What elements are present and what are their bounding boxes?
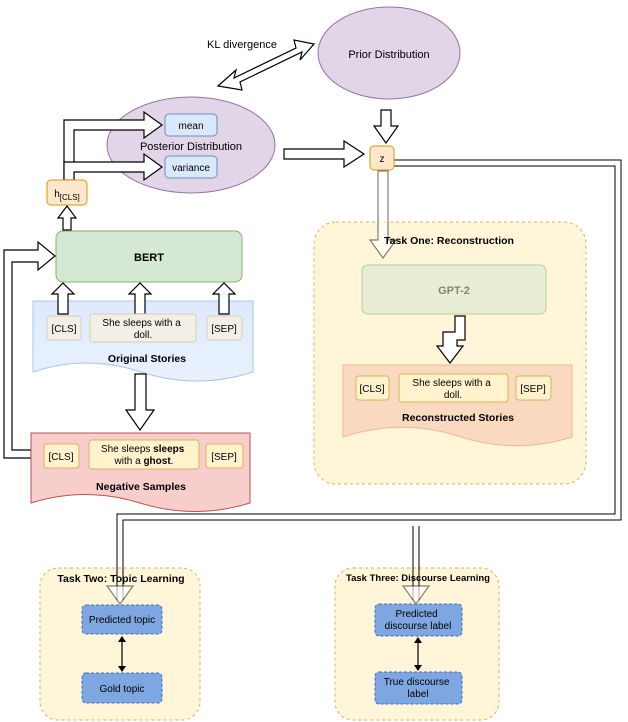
topic-compare-arrow-up xyxy=(118,636,126,642)
original-cls-token xyxy=(46,315,82,341)
prior-distribution-label: Prior Distribution xyxy=(348,49,429,61)
discourse-compare-arrow-up xyxy=(414,637,422,643)
task-three-title: Task Three: Discourse Learning xyxy=(346,573,490,584)
prior-to-z-arrow xyxy=(372,109,400,145)
bert-label: BERT xyxy=(134,252,164,264)
reconstructed-stories-title: Reconstructed Stories xyxy=(402,412,514,424)
negative-samples-title: Negative Samples xyxy=(96,481,186,493)
reconstructed-cls-token xyxy=(355,375,390,401)
true-discourse-box xyxy=(374,671,463,705)
true-discourse-label: True discourse label xyxy=(384,677,453,700)
negative-sep-label: [SEP] xyxy=(211,452,237,463)
z-box xyxy=(369,145,395,171)
task-two-title: Task Two: Topic Learning xyxy=(57,573,184,585)
z-to-task-three-arrowhead xyxy=(401,585,431,606)
negative-cls-token xyxy=(43,443,80,469)
gpt2-to-reconstructed-arrow xyxy=(435,315,466,364)
gpt2-label: GPT-2 xyxy=(438,285,470,297)
z-label: z xyxy=(380,154,385,165)
bert-box xyxy=(55,230,243,283)
h-to-mean-arrow xyxy=(63,110,164,182)
mean-label: mean xyxy=(178,121,203,132)
discourse-compare-arrow-down xyxy=(414,665,422,671)
bert-to-h-arrow xyxy=(56,205,78,231)
kl-divergence-label: KL divergence xyxy=(207,39,277,51)
topic-compare-arrow-down xyxy=(118,666,126,672)
predicted-discourse-box xyxy=(374,603,463,637)
mean-box xyxy=(164,113,218,137)
kl-double-arrow xyxy=(216,39,316,91)
original-sep-token xyxy=(206,315,243,341)
negative-sentence-label: She sleeps sleeps with a ghost. xyxy=(101,444,187,467)
reconstructed-cls-label: [CLS] xyxy=(359,384,384,395)
prior-distribution-ellipse xyxy=(317,6,461,100)
variance-box xyxy=(164,155,218,179)
gold-topic-label: Gold topic xyxy=(99,684,144,695)
negative-to-bert-loop-arrow xyxy=(3,240,56,459)
reconstructed-sentence-label: She sleeps with a doll. xyxy=(412,378,493,401)
h-cls-label: h[CLS] xyxy=(54,189,80,202)
negative-sep-token xyxy=(205,443,244,469)
original-to-negative-arrow xyxy=(124,373,156,432)
gpt2-box xyxy=(361,264,547,315)
reconstructed-sentence-token xyxy=(398,373,509,403)
original-sentence-token xyxy=(89,313,197,343)
gold-topic-box xyxy=(81,672,163,704)
tokens-to-bert-arrows xyxy=(50,282,237,315)
reconstructed-sep-label: [SEP] xyxy=(520,384,546,395)
z-to-gpt2-arrow xyxy=(368,170,398,260)
posterior-distribution-label: Posterior Distribution xyxy=(140,141,242,153)
reconstructed-sep-token xyxy=(515,375,552,401)
predicted-discourse-label: Predicted discourse label xyxy=(385,609,452,632)
predicted-topic-box xyxy=(81,604,163,635)
negative-sentence-token xyxy=(88,439,200,470)
posterior-to-z-arrow xyxy=(283,139,366,169)
variance-label: variance xyxy=(172,163,210,174)
predicted-topic-label: Predicted topic xyxy=(89,615,155,626)
task-one-title: Task One: Reconstruction xyxy=(384,235,514,247)
original-sep-label: [SEP] xyxy=(211,324,237,335)
z-to-task-two-arrowhead xyxy=(105,585,135,606)
original-cls-label: [CLS] xyxy=(51,324,76,335)
original-sentence-label: She sleeps with a doll. xyxy=(102,318,183,341)
negative-cls-label: [CLS] xyxy=(48,452,73,463)
original-stories-title: Original Stories xyxy=(108,353,186,365)
